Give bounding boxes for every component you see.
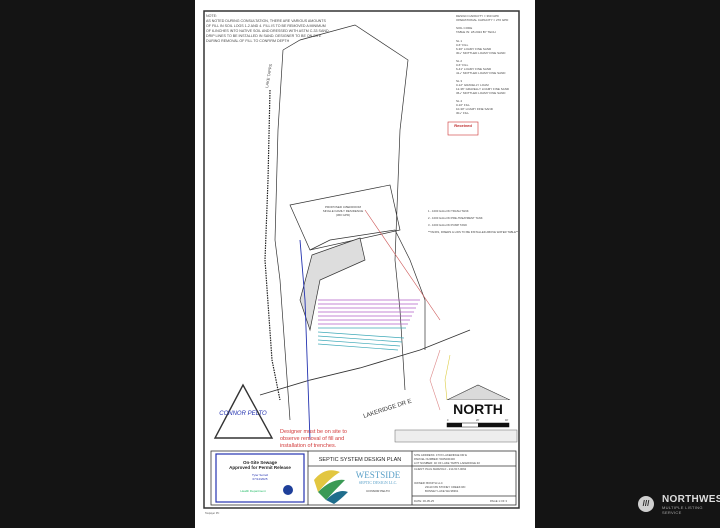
tank-legend: 1 - 1000 GALLON TRASH TANK 2 - 1000 GALL… <box>428 209 519 234</box>
soil-log-line: SL 1 <box>456 39 462 43</box>
company-designer: CONNOR PELTO <box>366 489 390 493</box>
driveway <box>299 237 366 332</box>
soil-code: SOIL CODE <box>456 26 472 30</box>
tank-legend-item: 1 - 1000 GALLON TRASH TANK <box>428 209 469 213</box>
scale-tick: 0 <box>447 419 449 422</box>
site-drawing <box>259 24 471 441</box>
soil-log-line: 12-36" GRAVELLY LOAMY FINE SAND <box>456 87 510 91</box>
parcel-number: PARCEL NUMBER: 5025200400 <box>414 457 455 461</box>
health-department: Health Department <box>240 489 265 493</box>
soil-log-line: 0-6" FILL <box>456 63 469 67</box>
soil-log-line: 0-6" FILL <box>456 43 469 47</box>
received-stamp <box>447 121 479 136</box>
title-block <box>210 450 517 506</box>
north-label: NORTH <box>453 401 503 417</box>
designer-note-line: installation of trenches. <box>280 443 337 449</box>
watermark-sub: MULTIPLE LISTING SERVICE <box>662 505 703 515</box>
received-stamp-label: Received <box>454 123 472 128</box>
designer-note-line: Designer must be on site to <box>280 429 347 435</box>
property-line <box>282 24 409 391</box>
note-line: AS NOTED DURING CONSULTATION, THERE ARE … <box>206 19 326 23</box>
transport-line <box>364 209 441 321</box>
note-line: OF 6-INCHES INTO NATIVE SOIL AND DRESSED… <box>206 29 329 33</box>
company-name: WESTSIDE <box>356 470 401 480</box>
approval-stamp: On-Site Sewage Approved for Permit Relea… <box>229 460 293 495</box>
operational-capacity: OPERATIONAL CAPACITY = 270 GPD <box>456 18 509 22</box>
soil-log-line: 30+" FILL <box>456 111 469 115</box>
sheet-border <box>203 10 520 509</box>
seal-name: CONNOR PELTO <box>219 411 267 417</box>
water-line <box>299 239 311 441</box>
tank-legend-item: 3 - 1000 GALLON PUMP TANK <box>428 223 467 227</box>
plan-date: DATE: 06-05-25 <box>414 499 434 503</box>
residence-label-line: PROPOSED 3-BEDROOM <box>325 205 362 209</box>
tank-legend-item: 2 - 1000 GALLON PRE-TREATMENT TANK <box>428 216 483 220</box>
lake-shoreline <box>264 89 281 401</box>
paper <box>195 0 535 528</box>
scale-tick: 20' <box>476 419 480 422</box>
northwest-logo-icon: /// <box>638 496 654 512</box>
legal-note-box <box>394 429 518 443</box>
note-line: DURING REMOVAL OF FILL TO CONFIRM DEPTH <box>206 39 290 43</box>
road-edge <box>259 329 471 396</box>
owner-city: BONNEY LAKE WA 98391 <box>425 489 459 493</box>
designer-note-line: observe removal of fill and <box>280 436 344 442</box>
soil-log-line: 0-10" FILL <box>456 103 470 107</box>
soil-log-line: SL 2 <box>456 59 462 63</box>
easement-line <box>309 229 426 350</box>
pipe-line <box>429 349 441 411</box>
designer-seal: CONNOR PELTO <box>213 383 274 439</box>
project-info: SITE ADDRESS: 47XX LAKERIDGE DR E PARCEL… <box>414 453 507 503</box>
soil-log-line: 30+" MOTTLED LOAMY FINE SAND <box>456 51 506 55</box>
soil-log-line: SL 3 <box>456 79 462 83</box>
watermark-name: NORTHWEST <box>662 494 720 505</box>
drip-trench <box>317 343 399 351</box>
page-number: PAGE 1 OF 3 <box>490 499 507 503</box>
company-logo: WESTSIDE SEPTIC DESIGN LLC. CONNOR PELTO <box>314 470 401 504</box>
client: CLIENT: PAUL MARZOLF - 214-517-0062 <box>414 467 467 471</box>
soil-code-detail: TABLE IN: LB 2024 BY TECH <box>456 30 496 34</box>
county-seal-icon <box>283 485 293 495</box>
drip-trench <box>317 331 405 339</box>
soil-log-line: 6-41" LOAMY FINE SAND <box>456 67 492 71</box>
tank-legend-item: **TANKS, RISERS & LIDS TO BE INSTALLED A… <box>428 230 519 234</box>
design-capacity: DESIGN CAPACITY = 360 GPD <box>456 14 500 18</box>
residence-label: PROPOSED 3-BEDROOM SINGLE FAMILY RESIDEN… <box>323 205 364 217</box>
note-line: DRIP LINES TO BE INSTALLED IN SAND. DESI… <box>206 34 322 38</box>
soil-info: DESIGN CAPACITY = 360 GPD OPERATIONAL CA… <box>447 14 510 136</box>
residence-footprint <box>289 184 401 251</box>
designer-note: Designer must be on site to observe remo… <box>280 429 347 449</box>
lake-label: LAKE TAPPS <box>264 63 273 88</box>
soil-log-line: 0-12" GRAVELLY LOAM <box>456 83 489 87</box>
plan-title: SEPTIC SYSTEM DESIGN PLAN <box>319 457 402 463</box>
north-arrow: NORTH 0 20' 40' <box>394 384 518 443</box>
soil-log-line: 6-30" LOAMY FINE SAND <box>456 47 492 51</box>
soil-log-line: 36+" MOTTLED LOAMY FINE SAND <box>456 91 506 95</box>
residence-label-line: SINGLE FAMILY RESIDENCE <box>323 209 364 213</box>
approval-line: On-Site Sewage <box>243 460 278 465</box>
note-line: NOTE: <box>206 14 217 18</box>
soil-log-line: SL 4 <box>456 99 462 103</box>
drip-trench <box>317 339 401 347</box>
residence-label-line: (360 GPD) <box>336 213 350 217</box>
soil-log-line: 41+" MOTTLED LOAMY FINE SAND <box>456 71 506 75</box>
nwmls-watermark: NORTHWEST MULTIPLE LISTING SERVICE <box>662 494 720 515</box>
note-line: OF FILL IN SOIL LOGS 1-2 AND 4. FILL IS … <box>206 24 326 28</box>
owner: OWNER: BONITH LLC <box>414 481 443 485</box>
notes-block: NOTE: AS NOTED DURING CONSULTATION, THER… <box>206 14 329 43</box>
lot-number: LOT NUMBER: 40 OF LAKE TAPPS LAKERIDGE #… <box>414 461 480 465</box>
owner-address: 23110 NW STONEY CREEK RD <box>425 485 465 489</box>
drip-trench <box>317 335 403 343</box>
company-subtitle: SEPTIC DESIGN LLC. <box>359 480 398 485</box>
site-address: SITE ADDRESS: 47XX LAKERIDGE DR E <box>414 453 467 457</box>
scale-tick: 40' <box>505 419 509 422</box>
approval-line: Approved for Permit Release <box>229 465 291 470</box>
property-line-west <box>274 49 291 421</box>
approval-date: 07/14/2025 <box>252 477 267 481</box>
footer-label: Taxpayer PC <box>205 512 220 515</box>
soil-log-line: 10-30" LOAMY FINE SAND <box>456 107 494 111</box>
approval-signer: Tyler Sorrell <box>252 473 268 477</box>
